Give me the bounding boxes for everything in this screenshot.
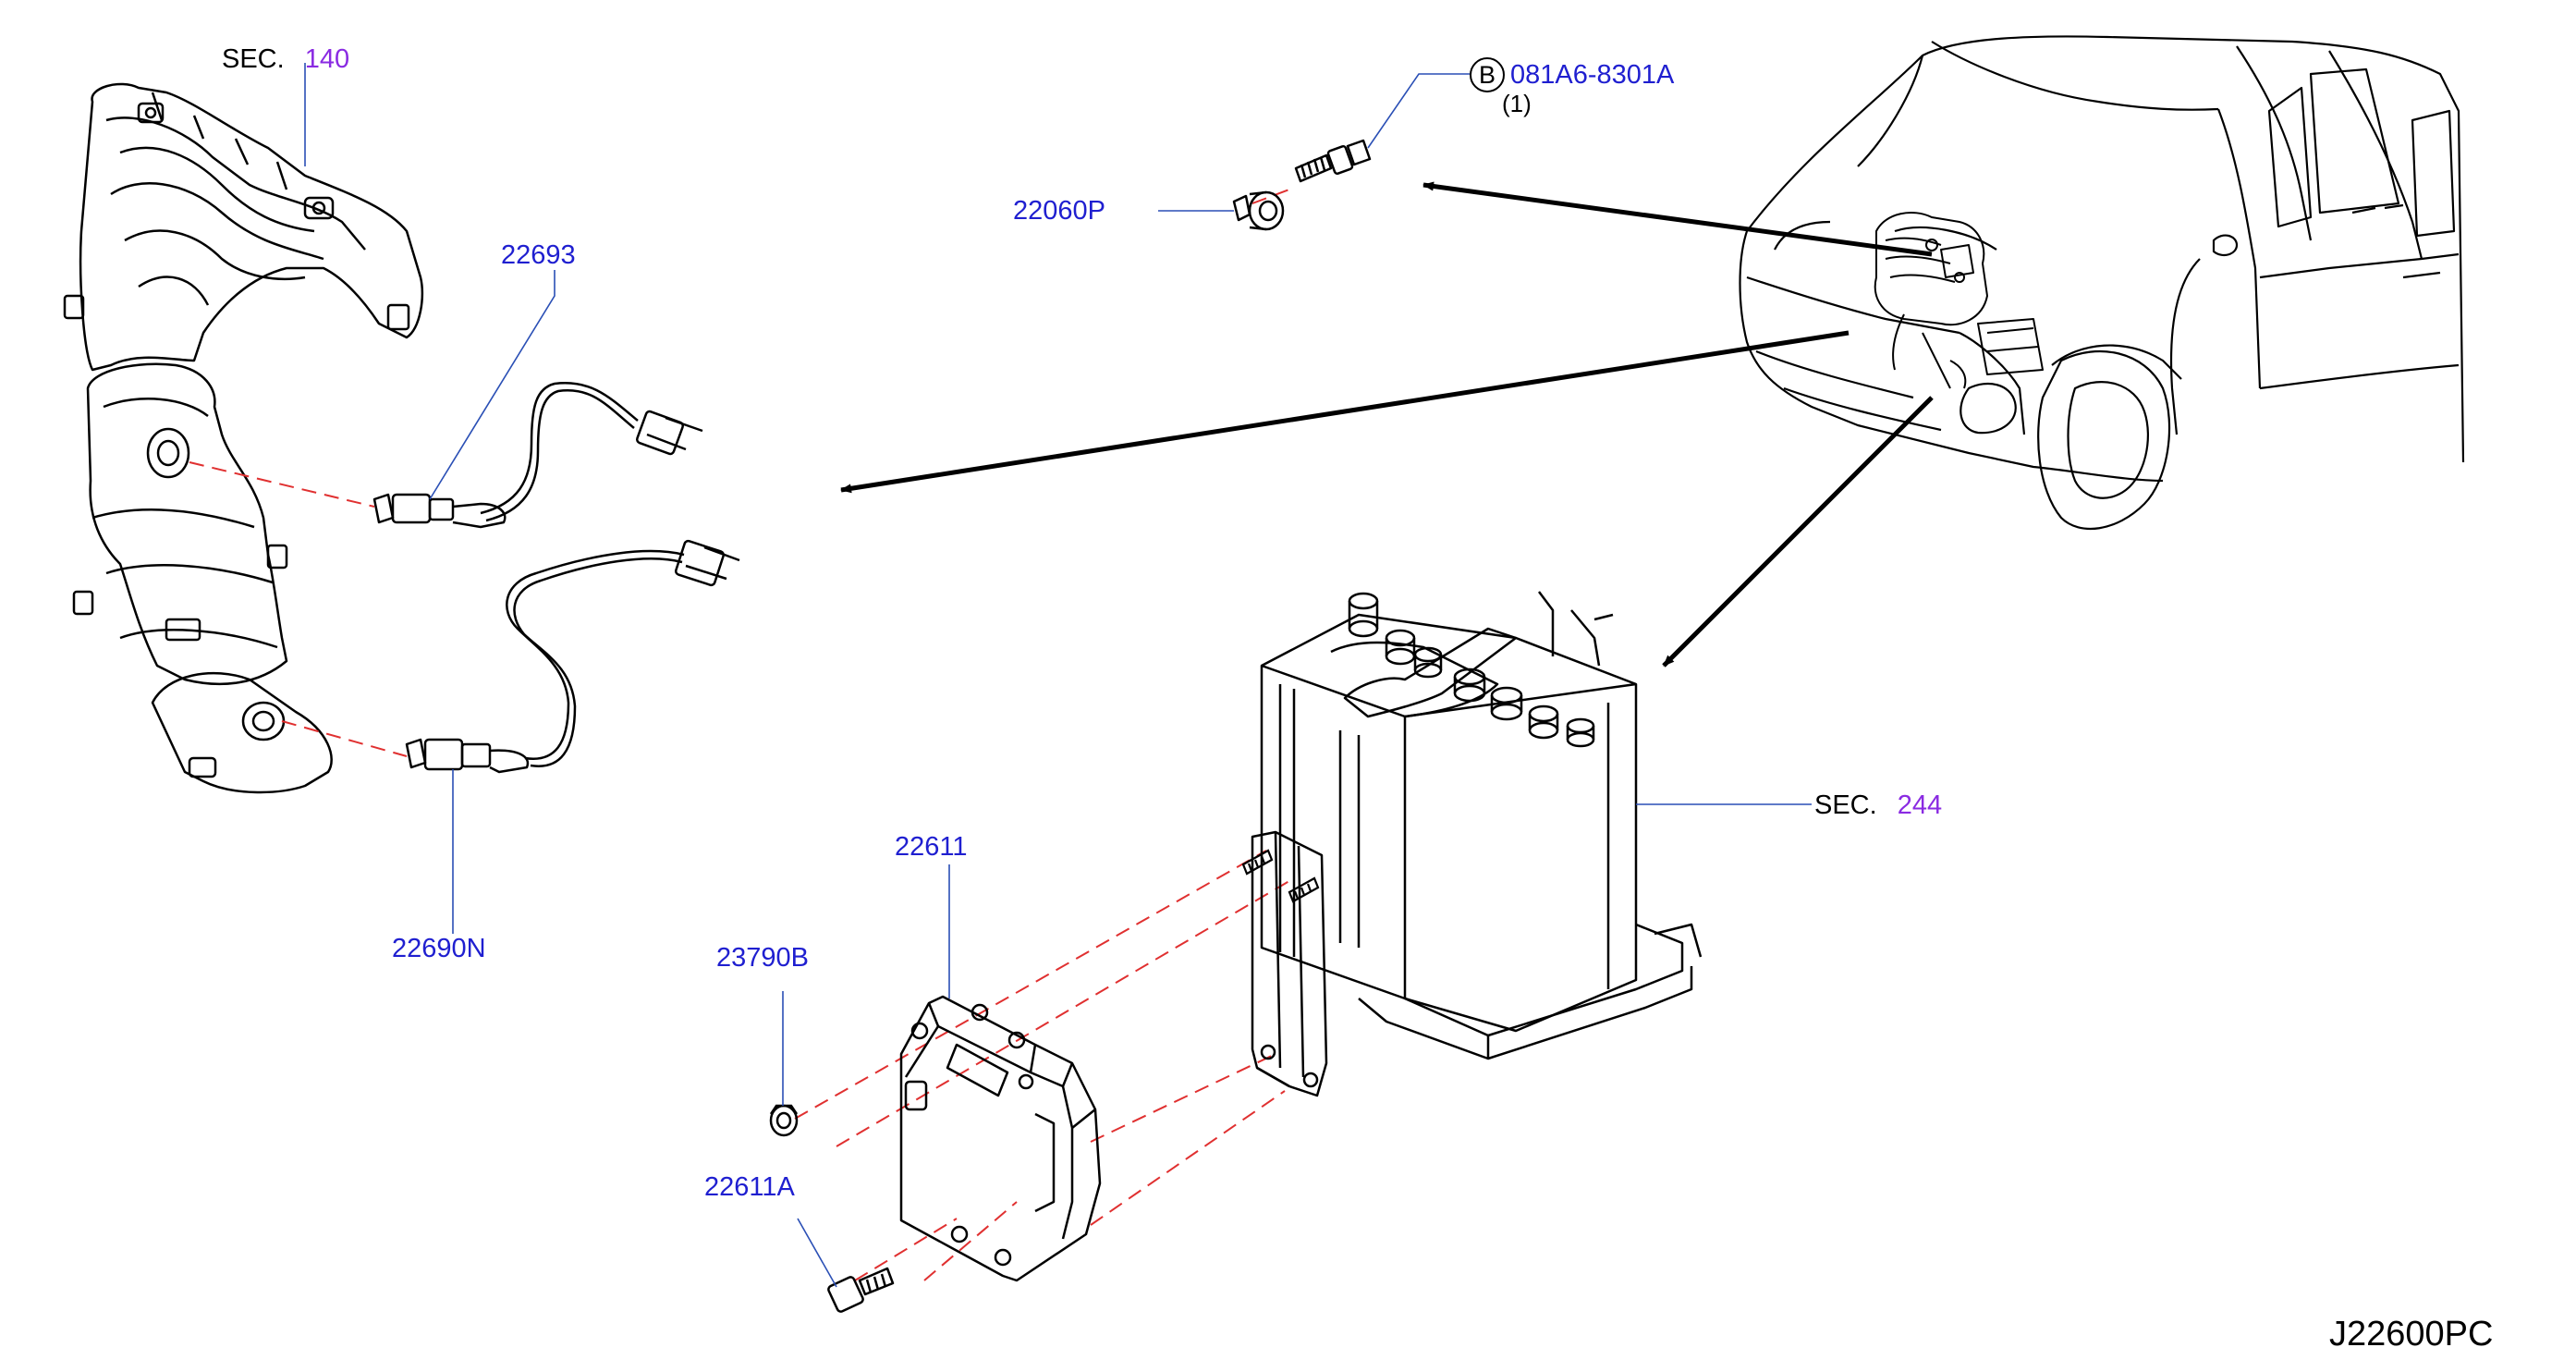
sec-number: 244	[1897, 790, 1943, 820]
ecm-module-icon	[899, 995, 1102, 1282]
part-label-23790b[interactable]: 23790B	[716, 943, 809, 973]
suv-vehicle-icon	[1739, 35, 2465, 531]
sec-140-label[interactable]: SEC. 140	[222, 44, 349, 74]
oxygen-sensor-upper-icon	[372, 381, 703, 529]
nut-23790b-icon	[769, 1104, 799, 1137]
camshaft-sensor-icon	[1232, 190, 1285, 231]
exhaust-manifold-icon	[63, 82, 424, 794]
studs-icon	[1241, 849, 1320, 903]
ecm-bracket-icon	[1251, 830, 1328, 1097]
diagram-code: J22600PC	[2329, 1315, 2494, 1354]
oxygen-sensor-lower-icon	[405, 539, 740, 774]
bolt-ref-circle-icon: B	[1470, 57, 1505, 92]
bolt-ref-number: 081A6-8301A	[1510, 60, 1675, 90]
part-label-22611a[interactable]: 22611A	[704, 1172, 795, 1202]
part-label-22611[interactable]: 22611	[895, 832, 968, 862]
leader-lines	[304, 63, 1812, 1288]
sec-prefix: SEC.	[222, 44, 285, 74]
assembly-dash-lines	[189, 189, 1295, 1281]
part-label-22690n[interactable]: 22690N	[392, 934, 486, 963]
sec-number: 140	[304, 44, 350, 74]
engine-bay-icon	[1874, 212, 2044, 389]
part-label-22693[interactable]: 22693	[501, 240, 576, 270]
bolt-22611a-icon	[827, 1267, 895, 1313]
bolt-ref-qty: (1)	[1502, 90, 1532, 117]
part-label-22060p[interactable]: 22060P	[1013, 196, 1105, 226]
sec-244-label[interactable]: SEC. 244	[1814, 790, 1942, 820]
sec-prefix: SEC.	[1814, 790, 1877, 820]
bolt-081a6-icon	[1294, 139, 1372, 183]
battery-icon	[1260, 591, 1703, 1060]
callout-arrows	[840, 181, 1934, 668]
